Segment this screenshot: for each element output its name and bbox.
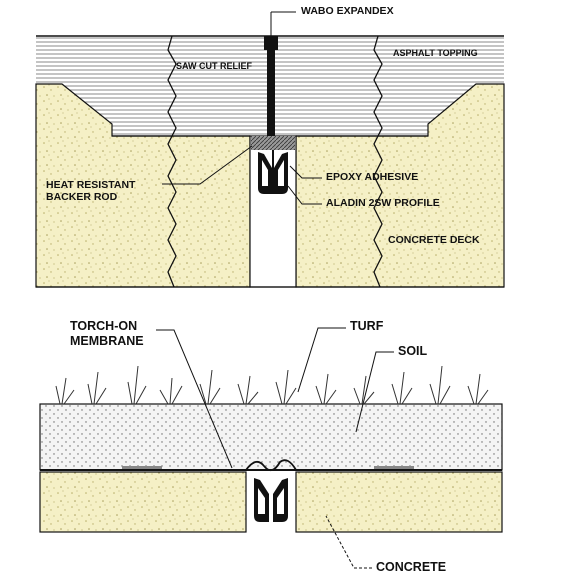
soil-layer (39, 403, 503, 471)
label-wabo-expandex: WABO EXPANDEX (301, 5, 394, 17)
label-soil: SOIL (398, 344, 428, 358)
bottom-detail (39, 365, 503, 533)
label-epoxy-adhesive: EPOXY ADHESIVE (326, 171, 419, 183)
top-detail (35, 35, 505, 288)
label-membrane: MEMBRANE (70, 334, 144, 348)
label-torch-on: TORCH-ON (70, 319, 138, 333)
top-leader-lines (162, 11, 322, 205)
saw-cut-relief-left (167, 35, 177, 288)
concrete-slab-left (39, 471, 247, 533)
label-heat-resistant: HEAT RESISTANT (46, 179, 136, 191)
turf-grass (55, 365, 489, 405)
saw-cut-relief-right (373, 35, 383, 288)
label-saw-cut-relief: SAW CUT RELIEF (176, 61, 252, 71)
label-concrete-deck: CONCRETE DECK (388, 234, 480, 246)
aladin-profile-top (258, 150, 288, 194)
membrane-loop (245, 459, 297, 472)
label-aladin-profile: ALADIN 2SW PROFILE (326, 197, 440, 209)
aladin-profile-bottom (254, 478, 288, 522)
label-concrete: CONCRETE (376, 560, 447, 574)
wabo-expandex-stem (267, 50, 275, 136)
label-backer-rod: BACKER ROD (46, 191, 118, 203)
epoxy-adhesive-fill (251, 136, 295, 150)
concrete-slab-right (295, 471, 503, 533)
wabo-expandex-cap (264, 36, 278, 50)
label-asphalt-topping: ASPHALT TOPPING (393, 48, 478, 58)
bottom-leader-lines (156, 327, 394, 569)
label-turf: TURF (350, 319, 384, 333)
